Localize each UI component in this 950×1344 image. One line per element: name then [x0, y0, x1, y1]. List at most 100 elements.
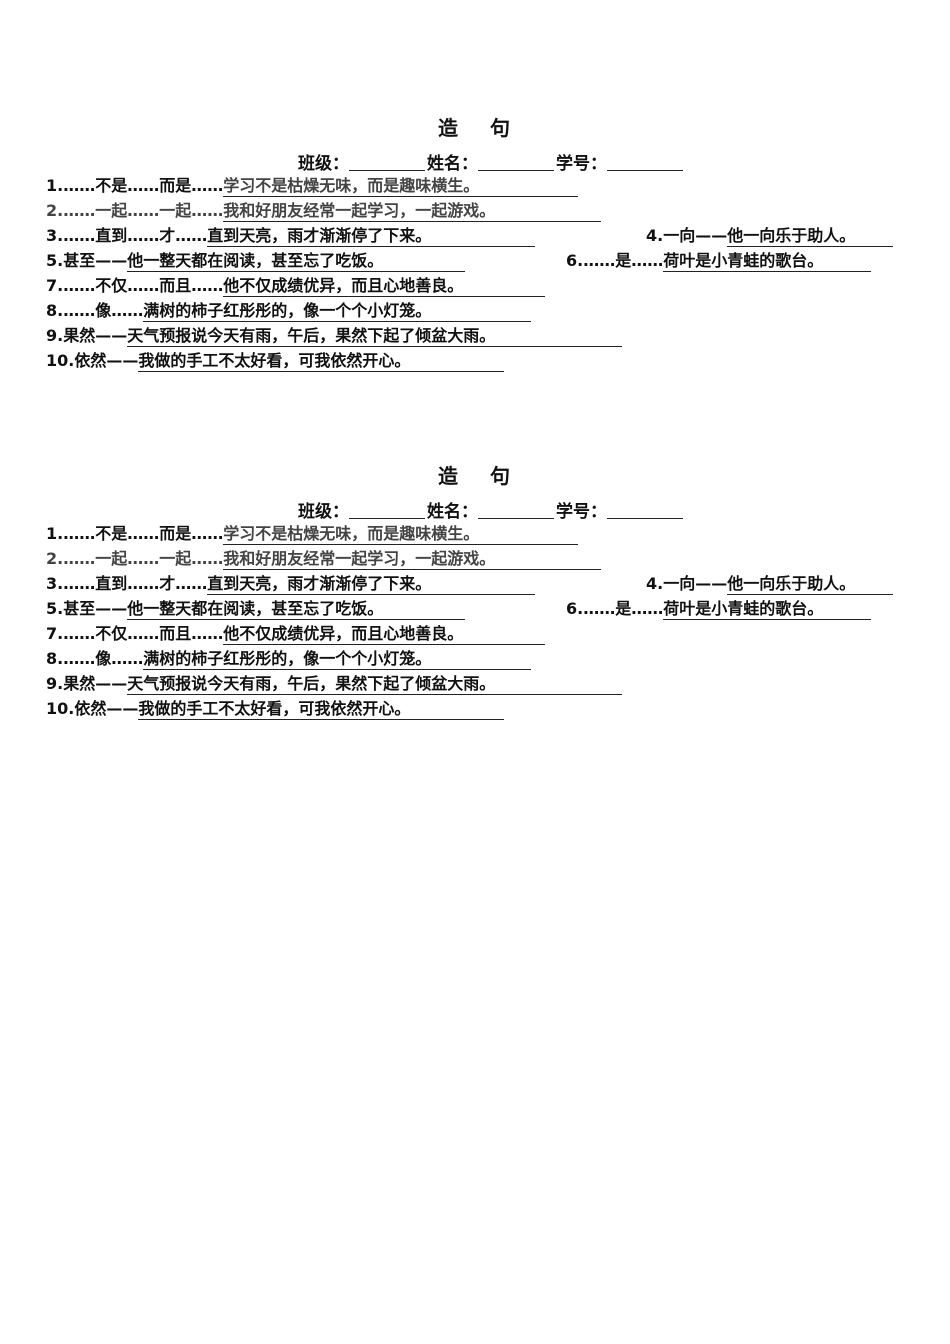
item-answer[interactable]: 荷叶是小青蛙的歌台。: [663, 251, 872, 272]
item-number: 7.: [46, 276, 64, 295]
item-answer[interactable]: 他不仅成绩优异，而且心地善良。: [223, 624, 546, 645]
item-answer[interactable]: 我和好朋友经常一起学习，一起游戏。: [223, 549, 602, 570]
item-answer[interactable]: 荷叶是小青蛙的歌台。: [663, 599, 872, 620]
name-label: 姓名：: [427, 154, 478, 174]
item-number: 6.: [566, 251, 584, 270]
item-number: 1.: [46, 176, 64, 195]
item-answer[interactable]: 满树的柿子红彤彤的，像一个个小灯笼。: [143, 649, 532, 670]
item-answer[interactable]: 直到天亮，雨才渐渐停了下来。: [207, 574, 536, 595]
class-label: 班级：: [298, 154, 349, 174]
item-prompt: ……像……: [63, 649, 144, 668]
item-prompt: 依然——: [74, 699, 139, 718]
item-answer[interactable]: 他一向乐于助人。: [727, 574, 894, 595]
item-9: 9.果然——天气预报说今天有雨，午后，果然下起了倾盆大雨。: [46, 673, 623, 695]
name-label: 姓名：: [427, 502, 478, 522]
worksheet-1: 造句 班级： 姓名： 学号： 1.……不是……而是……学习不是枯燥无味，而是趣味横生…: [0, 112, 950, 432]
item-answer[interactable]: 他不仅成绩优异，而且心地善良。: [223, 276, 546, 297]
item-7: 7.……不仅……而且……他不仅成绩优异，而且心地善良。: [46, 623, 546, 645]
id-blank[interactable]: [607, 502, 683, 519]
item-4: 4.一向——他一向乐于助人。: [646, 225, 894, 247]
item-5: 5.甚至——他一整天都在阅读，甚至忘了吃饭。: [46, 598, 466, 620]
item-answer[interactable]: 直到天亮，雨才渐渐停了下来。: [207, 226, 536, 247]
id-blank[interactable]: [607, 154, 683, 171]
worksheet-title: 造句: [0, 460, 950, 489]
item-answer[interactable]: 我和好朋友经常一起学习，一起游戏。: [223, 201, 602, 222]
name-blank[interactable]: [478, 502, 554, 519]
item-8: 8.……像……满树的柿子红彤彤的，像一个个小灯笼。: [46, 648, 532, 670]
item-4: 4.一向——他一向乐于助人。: [646, 573, 894, 595]
item-answer[interactable]: 他一整天都在阅读，甚至忘了吃饭。: [127, 251, 466, 272]
item-number: 10.: [46, 351, 75, 370]
item-number: 9.: [46, 674, 64, 693]
item-prompt: ……是……: [583, 251, 664, 270]
item-7: 7.……不仅……而且……他不仅成绩优异，而且心地善良。: [46, 275, 546, 297]
item-1: 1.……不是……而是……学习不是枯燥无味，而是趣味横生。: [46, 523, 579, 545]
item-6: 6.……是……荷叶是小青蛙的歌台。: [566, 250, 872, 272]
item-3: 3.……直到……才……直到天亮，雨才渐渐停了下来。: [46, 225, 536, 247]
item-prompt: 甚至——: [63, 251, 128, 270]
student-info-row: 班级： 姓名： 学号：: [298, 497, 685, 522]
name-blank[interactable]: [478, 154, 554, 171]
id-label: 学号：: [556, 502, 607, 522]
item-number: 6.: [566, 599, 584, 618]
title-part-2: 句: [490, 116, 512, 140]
item-1: 1.……不是……而是……学习不是枯燥无味，而是趣味横生。: [46, 175, 579, 197]
item-answer[interactable]: 满树的柿子红彤彤的，像一个个小灯笼。: [143, 301, 532, 322]
item-number: 10.: [46, 699, 75, 718]
item-prompt: 依然——: [74, 351, 139, 370]
item-answer[interactable]: 学习不是枯燥无味，而是趣味横生。: [223, 524, 579, 545]
item-number: 4.: [646, 574, 664, 593]
item-prompt: 一向——: [663, 574, 728, 593]
item-number: 5.: [46, 599, 64, 618]
item-number: 3.: [46, 226, 64, 245]
item-prompt: ……直到……才……: [63, 574, 208, 593]
item-answer[interactable]: 天气预报说今天有雨，午后，果然下起了倾盆大雨。: [127, 326, 623, 347]
title-part-2: 句: [490, 464, 512, 488]
class-blank[interactable]: [349, 154, 425, 171]
item-10: 10.依然——我做的手工不太好看，可我依然开心。: [46, 350, 505, 372]
item-prompt: ……一起……一起……: [63, 201, 224, 220]
item-prompt: ……不仅……而且……: [63, 276, 224, 295]
item-5: 5.甚至——他一整天都在阅读，甚至忘了吃饭。: [46, 250, 466, 272]
item-2: 2.……一起……一起……我和好朋友经常一起学习，一起游戏。: [46, 548, 602, 570]
item-prompt: ……一起……一起……: [63, 549, 224, 568]
item-9: 9.果然——天气预报说今天有雨，午后，果然下起了倾盆大雨。: [46, 325, 623, 347]
item-answer[interactable]: 他一整天都在阅读，甚至忘了吃饭。: [127, 599, 466, 620]
worksheet-title: 造句: [0, 112, 950, 141]
item-prompt: ……直到……才……: [63, 226, 208, 245]
id-label: 学号：: [556, 154, 607, 174]
item-answer[interactable]: 天气预报说今天有雨，午后，果然下起了倾盆大雨。: [127, 674, 623, 695]
item-prompt: ……像……: [63, 301, 144, 320]
item-answer[interactable]: 我做的手工不太好看，可我依然开心。: [138, 699, 505, 720]
item-prompt: 果然——: [63, 674, 128, 693]
item-number: 9.: [46, 326, 64, 345]
item-number: 1.: [46, 524, 64, 543]
student-info-row: 班级： 姓名： 学号：: [298, 149, 685, 174]
worksheet-2: 造句 班级：姓名：学号： 1.……不是……而是……学习不是枯燥无味，而是趣味横生…: [0, 460, 950, 780]
item-prompt: 甚至——: [63, 599, 128, 618]
item-answer[interactable]: 我做的手工不太好看，可我依然开心。: [138, 351, 505, 372]
item-6: 6.……是……荷叶是小青蛙的歌台。: [566, 598, 872, 620]
item-number: 5.: [46, 251, 64, 270]
class-label: 班级：: [298, 502, 349, 522]
item-number: 4.: [646, 226, 664, 245]
class-blank[interactable]: [349, 502, 425, 519]
item-8: 8.……像……满树的柿子红彤彤的，像一个个小灯笼。: [46, 300, 532, 322]
item-prompt: ……是……: [583, 599, 664, 618]
item-3: 3.……直到……才……直到天亮，雨才渐渐停了下来。: [46, 573, 536, 595]
item-prompt: ……不仅……而且……: [63, 624, 224, 643]
item-prompt: ……不是……而是……: [63, 524, 224, 543]
item-answer[interactable]: 他一向乐于助人。: [727, 226, 894, 247]
item-answer[interactable]: 学习不是枯燥无味，而是趣味横生。: [223, 176, 579, 197]
item-prompt: ……不是……而是……: [63, 176, 224, 195]
item-number: 2.: [46, 201, 64, 220]
item-10: 10.依然——我做的手工不太好看，可我依然开心。: [46, 698, 505, 720]
item-2: 2.……一起……一起……我和好朋友经常一起学习，一起游戏。: [46, 200, 602, 222]
title-part-1: 造: [438, 464, 460, 488]
item-prompt: 果然——: [63, 326, 128, 345]
item-number: 8.: [46, 649, 64, 668]
item-number: 8.: [46, 301, 64, 320]
item-number: 3.: [46, 574, 64, 593]
item-prompt: 一向——: [663, 226, 728, 245]
item-number: 7.: [46, 624, 64, 643]
